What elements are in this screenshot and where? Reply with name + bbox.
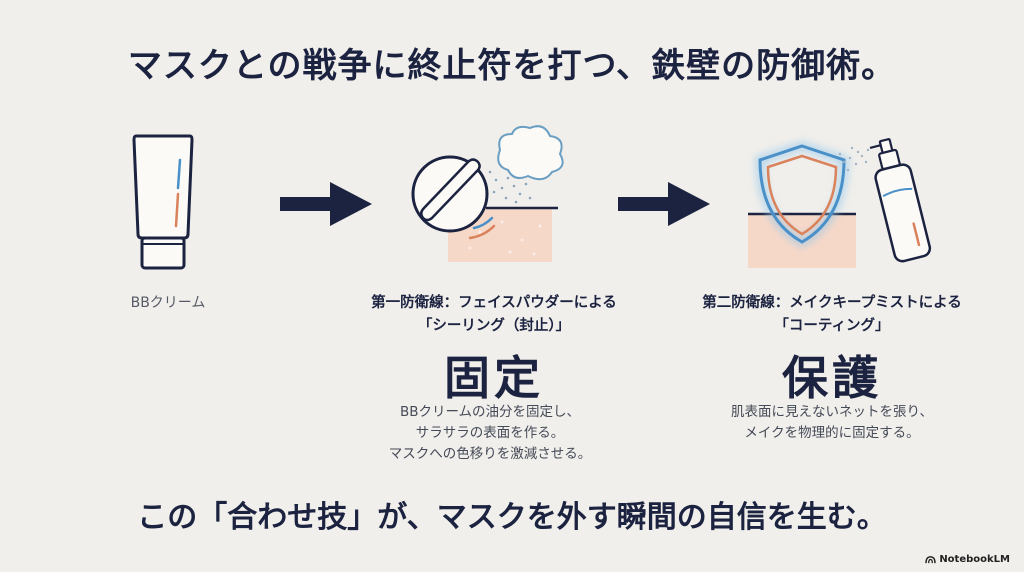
step1-description: BBクリームの油分を固定し、 サラサラの表面を作る。 マスクへの色移りを激減させ… [388, 404, 592, 462]
bb-cream-tube-icon [132, 134, 194, 270]
arrow-right-icon [280, 182, 372, 226]
bb-cream-label: BBクリーム [130, 295, 206, 311]
step2-description: 肌表面に見えないネットを張り、 メイクを物理的に固定する。 [731, 404, 933, 441]
powder-puff-icon [411, 125, 564, 262]
shield-mist-icon [748, 138, 932, 268]
step1-heading: 第一防衛線：フェイスパウダーによる 「シーリング（封止）」 [371, 295, 617, 334]
step2-keyword: 保護 [782, 351, 882, 405]
notebooklm-brand: NotebookLM [925, 554, 1010, 565]
notebooklm-logo-icon [925, 556, 937, 564]
arrow-right-icon [618, 182, 710, 226]
page-title: マスクとの戦争に終止符を打つ、鉄壁の防御術。 [127, 46, 897, 86]
brand-name: NotebookLM [939, 554, 1010, 565]
step1-keyword: 固定 [444, 351, 544, 405]
step2-heading: 第二防衛線：メイクキープミストによる 「コーティング」 [702, 295, 962, 334]
footer-message: この「合わせ技」が、マスクを外す瞬間の自信を生む。 [137, 500, 887, 535]
